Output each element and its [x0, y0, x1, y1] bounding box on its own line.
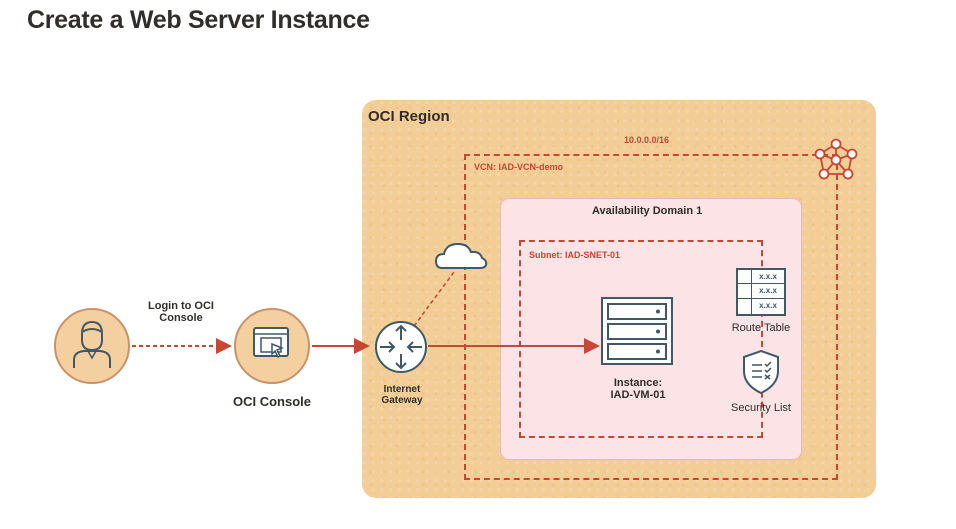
login-arrow-label-line1: Login to OCI — [148, 300, 214, 312]
gateway-label-line2: Gateway — [381, 395, 423, 406]
route-table-label: Route Table — [731, 322, 791, 334]
server-icon — [601, 297, 673, 365]
console-icon — [253, 327, 289, 359]
user-node — [54, 308, 130, 384]
console-label: OCI Console — [232, 394, 311, 409]
subnet-boundary — [519, 240, 763, 438]
vcn-boundary — [464, 154, 838, 480]
vcn-label: VCN: IAD-VCN-demo — [474, 162, 563, 172]
vcn-cidr-label: 10.0.0.0/16 — [624, 135, 670, 145]
security-list-label: Security List — [731, 402, 791, 414]
instance-label-line1: Instance: — [613, 377, 663, 389]
user-icon — [73, 320, 111, 368]
gateway-to-cloud-line — [413, 271, 455, 327]
route-table-icon: x.x.x x.x.x x.x.x — [736, 268, 786, 316]
subnet-label: Subnet: IAD-SNET-01 — [529, 250, 621, 260]
gateway-label: Internet Gateway — [366, 384, 438, 406]
security-list-icon — [743, 349, 779, 395]
gateway-label-line1: Internet — [383, 384, 421, 395]
region-label: OCI Region — [368, 108, 450, 125]
internet-gateway-icon — [375, 321, 427, 373]
instance-label: Instance: IAD-VM-01 — [590, 377, 686, 401]
login-arrow-label-line2: Console — [159, 312, 203, 324]
page-title: Create a Web Server Instance — [27, 6, 370, 34]
route-table-cell: x.x.x — [752, 284, 784, 299]
route-table-cell: x.x.x — [759, 301, 777, 310]
login-arrow-label: Login to OCI Console — [136, 300, 226, 324]
cloud-icon — [434, 242, 488, 269]
route-table-cell: x.x.x — [752, 270, 784, 284]
instance-label-line2: IAD-VM-01 — [610, 389, 666, 401]
availability-domain-label: Availability Domain 1 — [592, 205, 703, 217]
vcn-network-icon — [814, 138, 858, 180]
